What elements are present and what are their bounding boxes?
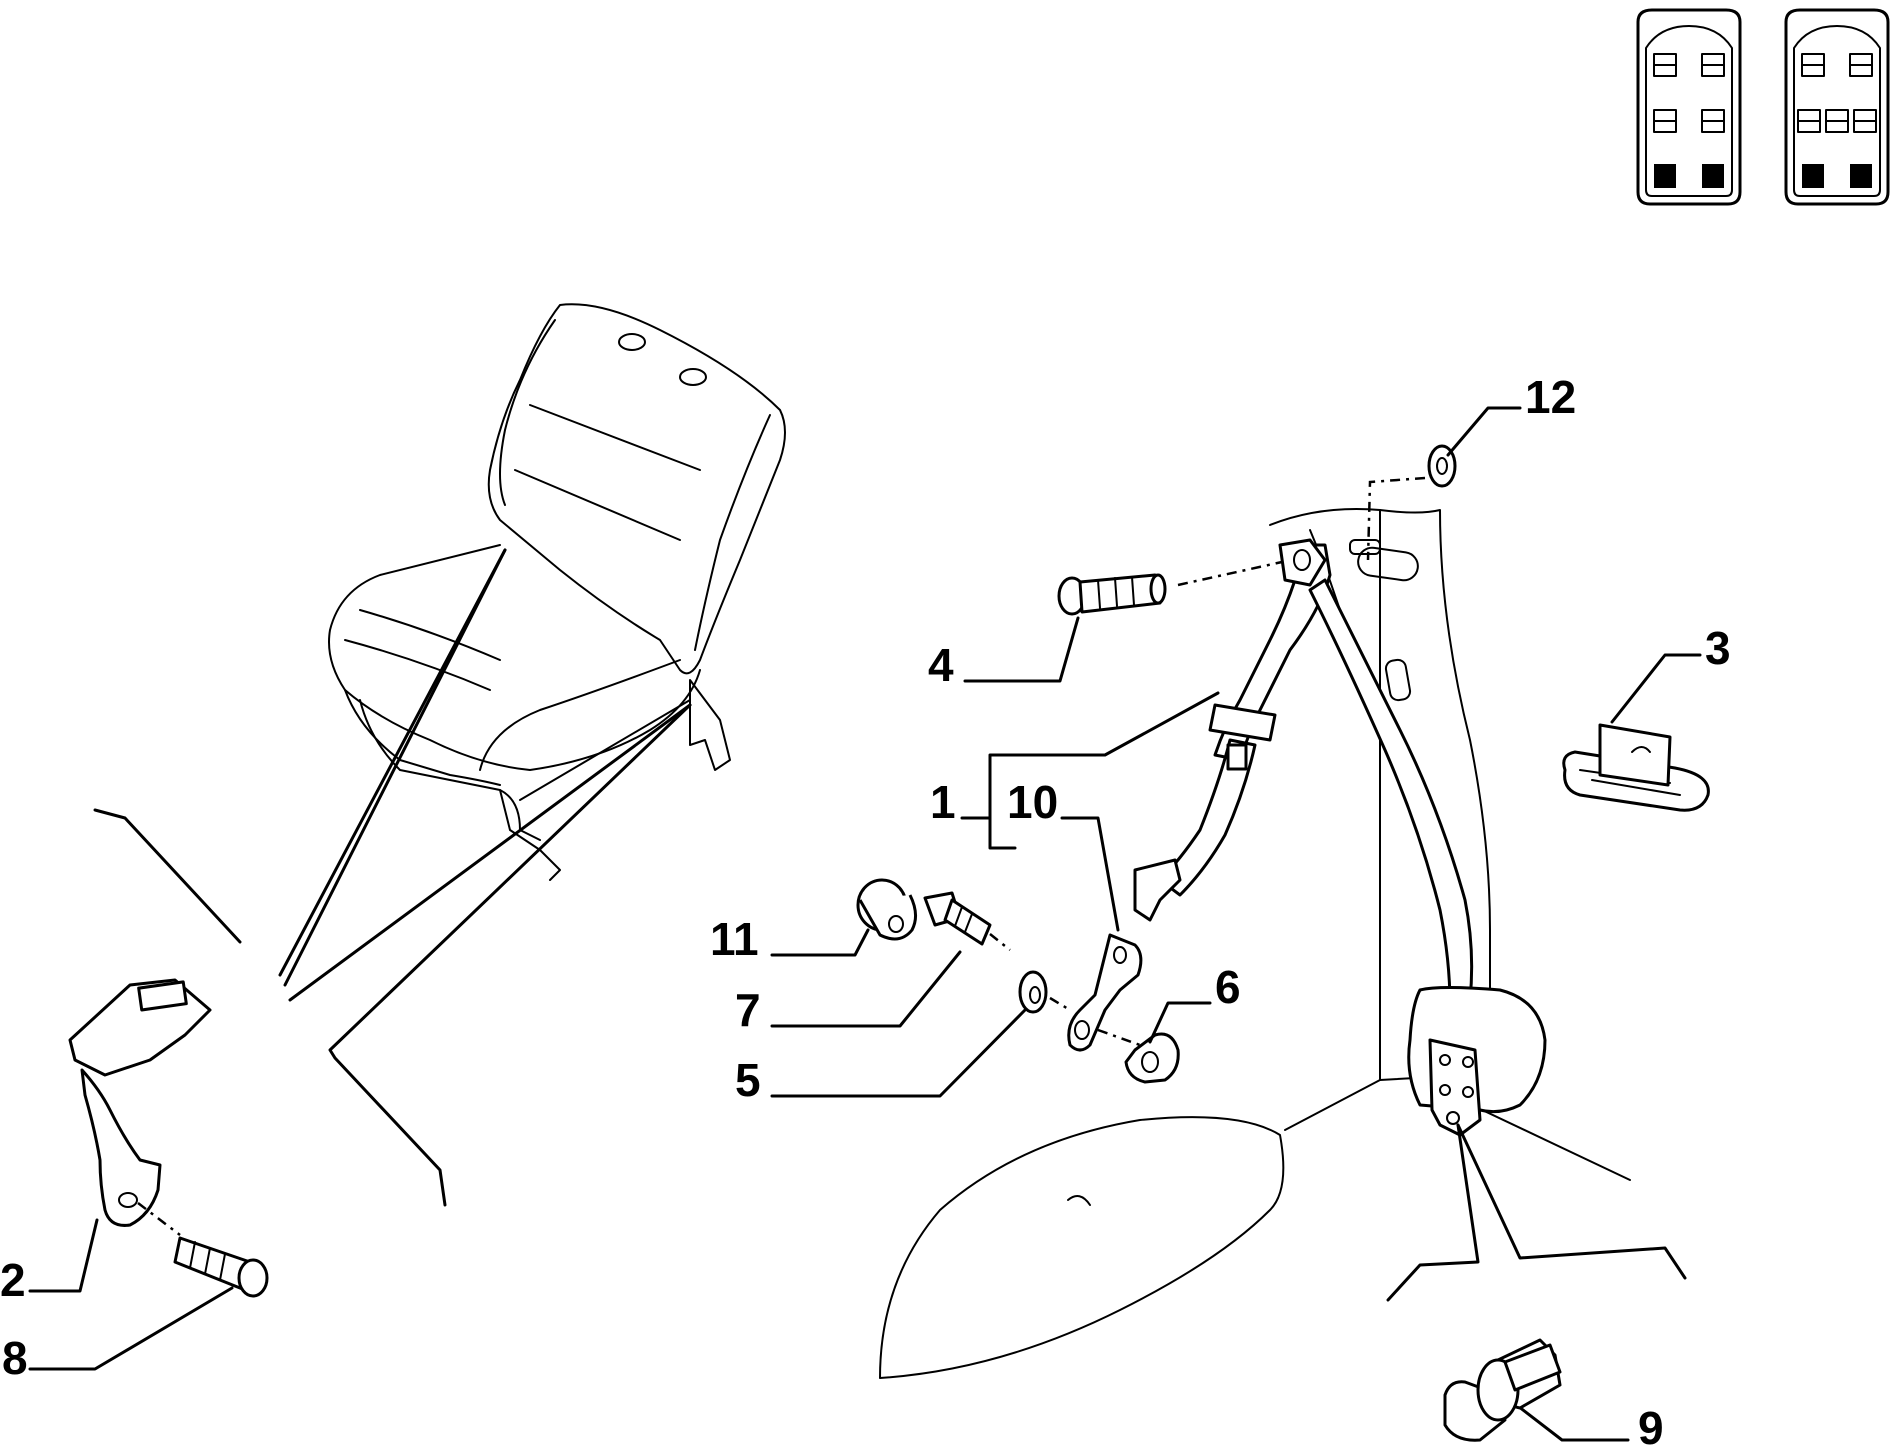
callout-12: 12: [1525, 371, 1576, 423]
callout-2: 2: [0, 1254, 26, 1306]
callout-8: 8: [2, 1332, 28, 1384]
washer-5: [1018, 970, 1048, 1014]
bolt-4: [1057, 573, 1167, 616]
callout-5: 5: [735, 1054, 761, 1106]
seat-pointer-lines: [93, 548, 692, 1207]
seat-belt-webbing: [1133, 538, 1474, 1007]
bolt-7: [923, 891, 1011, 951]
seat-layout-4-seat-icon: [1636, 8, 1742, 206]
seat-illustration: [328, 303, 786, 881]
anchor-axis-line: [1097, 1028, 1141, 1047]
spacer-6: [1124, 1032, 1180, 1084]
washer-5-axis-line: [1049, 996, 1071, 1012]
anchor-plate-10: [1067, 933, 1143, 1052]
retractor-pointer-lines: [1386, 1123, 1687, 1302]
callout-3: 3: [1705, 622, 1731, 674]
leader-lines: [28, 406, 1702, 1442]
callout-4: 4: [928, 639, 954, 691]
bolt-8: [173, 1236, 269, 1298]
buckle-assembly: [68, 978, 212, 1227]
flange-bolt-9: [1443, 1338, 1562, 1442]
seat-layout-5-seat-icon: [1784, 8, 1890, 206]
bolt-axis-line: [137, 1202, 181, 1236]
seat-belt-retractor: [1407, 986, 1547, 1137]
callout-6: 6: [1215, 961, 1241, 1013]
callout-11: 11: [710, 913, 759, 965]
washer-axis-line: [1366, 476, 1426, 561]
bolt-4-axis-line: [1177, 560, 1283, 587]
callout-10: 10: [1007, 776, 1058, 828]
callout-9: 9: [1638, 1402, 1664, 1449]
wheel-arch-floor: [879, 1074, 1631, 1379]
clip-3: [1562, 723, 1710, 812]
callout-7: 7: [735, 984, 761, 1036]
bush-11: [856, 878, 917, 941]
callout-1: 1: [930, 776, 956, 828]
